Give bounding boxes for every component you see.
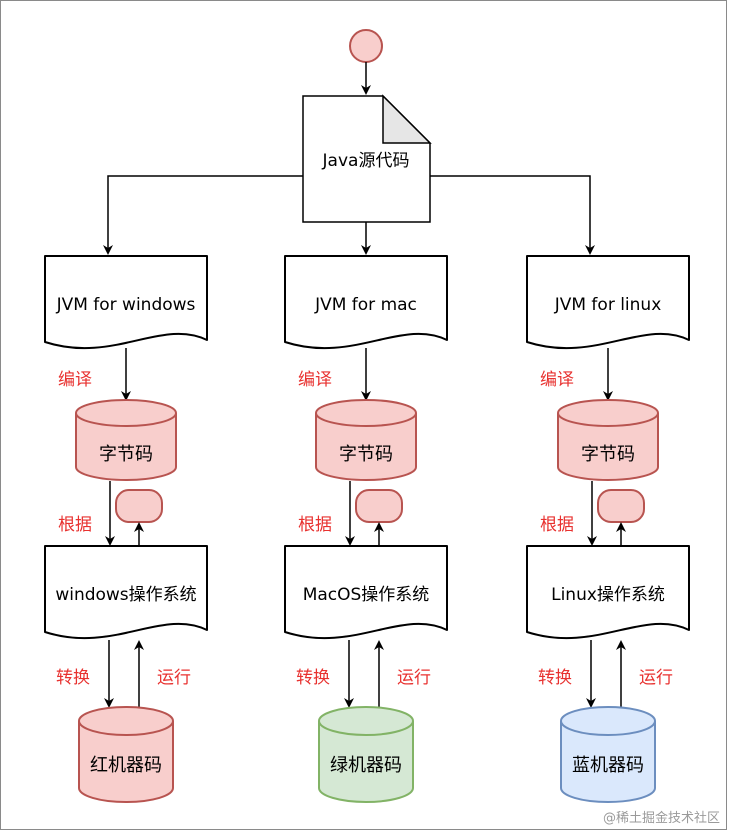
machine-code-node [560, 706, 656, 803]
bytecode-node [75, 399, 177, 481]
machine-code-label: 蓝机器码 [572, 755, 644, 776]
branch-left [103, 175, 303, 255]
branch-right [430, 175, 595, 255]
os-node [44, 545, 208, 640]
source-branches [103, 175, 595, 255]
bytecode-node [315, 399, 417, 481]
bytecode-node [557, 399, 659, 481]
feedback-node [355, 489, 403, 523]
based-on-label: 根据 [540, 515, 574, 535]
jvm-label: JVM for windows [56, 295, 196, 315]
run-label: 运行 [157, 668, 191, 688]
watermark: @稀土掘金技术社区 [603, 810, 720, 826]
convert-label: 转换 [56, 668, 90, 688]
feedback-node [597, 489, 645, 523]
convert-label: 转换 [296, 668, 330, 688]
os-label: MacOS操作系统 [303, 585, 430, 605]
machine-code-node [318, 706, 414, 803]
bytecode-node-rim [557, 412, 659, 427]
compile-label: 编译 [540, 370, 574, 390]
bytecode-node-rim [75, 412, 177, 427]
java-source-label: Java源代码 [322, 151, 410, 171]
convert-label: 转换 [538, 668, 572, 688]
based-on-label: 根据 [58, 515, 92, 535]
based-on-label: 根据 [298, 515, 332, 535]
jvm-node [526, 255, 690, 350]
jvm-label: JVM for mac [314, 295, 417, 315]
os-node [284, 545, 448, 640]
compile-label: 编译 [298, 370, 332, 390]
os-node [526, 545, 690, 640]
jvm-label: JVM for linux [554, 295, 662, 315]
java-source-node: Java源代码 [302, 94, 432, 223]
bytecode-node-rim [315, 412, 417, 427]
jvm-node [44, 255, 208, 350]
machine-code-label: 红机器码 [90, 755, 162, 776]
bytecode-label: 字节码 [99, 444, 153, 465]
os-label: windows操作系统 [55, 585, 196, 605]
bytecode-label: 字节码 [581, 444, 635, 465]
start-node [349, 29, 383, 63]
run-label: 运行 [397, 668, 431, 688]
jvm-node [284, 255, 448, 350]
machine-code-node-rim [78, 720, 174, 736]
os-label: Linux操作系统 [551, 585, 665, 605]
machine-code-node-rim [560, 720, 656, 736]
machine-code-node-rim [318, 720, 414, 736]
machine-code-node [78, 706, 174, 803]
bytecode-label: 字节码 [339, 444, 393, 465]
run-label: 运行 [639, 668, 673, 688]
compile-label: 编译 [58, 370, 92, 390]
feedback-node [115, 489, 163, 523]
machine-code-label: 绿机器码 [330, 755, 402, 776]
